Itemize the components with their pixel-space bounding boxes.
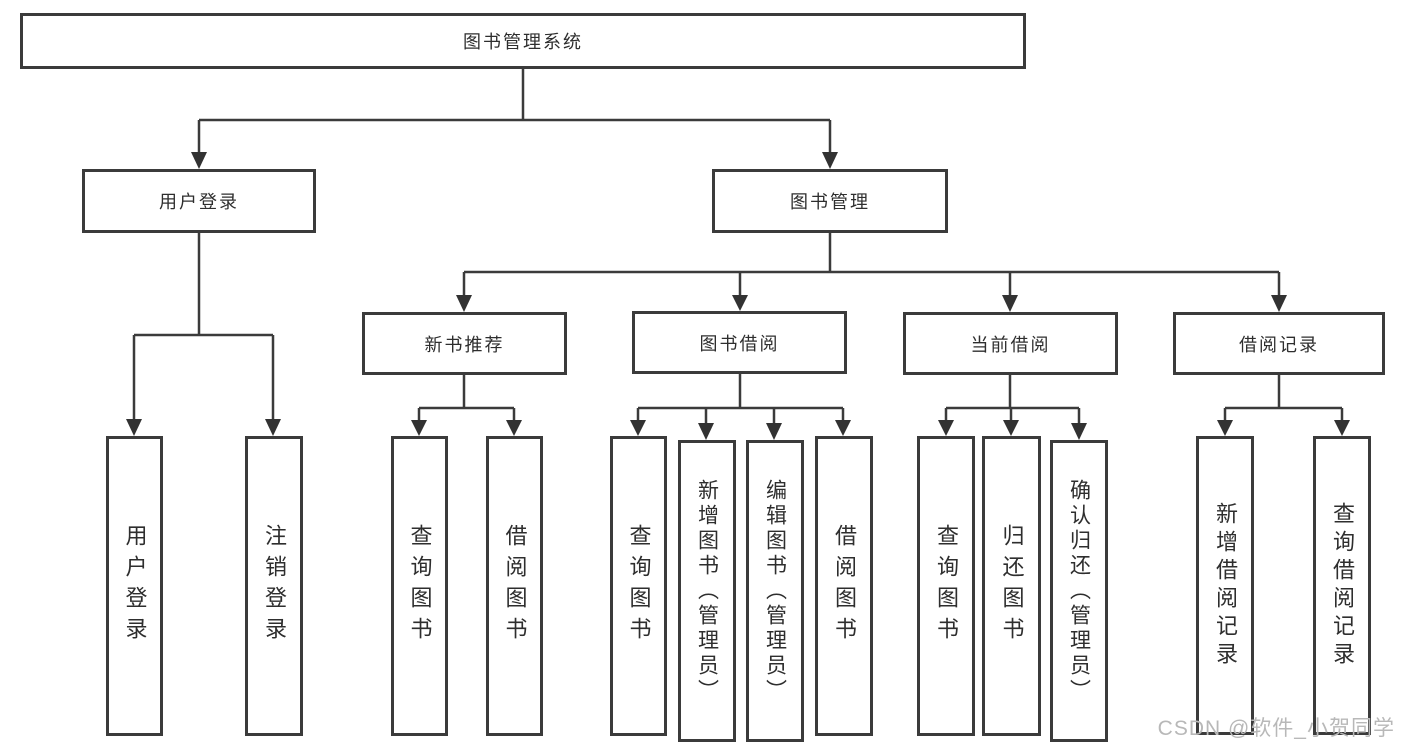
- leaf-borrow-books-2-label: 借阅图书: [832, 524, 857, 648]
- leaf-edit-book-admin: 编辑图书（管理员）: [746, 440, 804, 742]
- leaf-borrow-books-1: 借阅图书: [486, 436, 543, 736]
- node-book-borrowing-label: 图书借阅: [699, 333, 780, 354]
- leaf-borrow-books-1-label: 借阅图书: [502, 524, 528, 648]
- leaf-query-books-2-label: 查询图书: [626, 524, 652, 648]
- node-new-book-recommend-label: 新书推荐: [424, 334, 505, 355]
- leaf-logout: 注销登录: [245, 436, 303, 736]
- leaf-confirm-return-admin-label: 确认归还（管理员）: [1067, 478, 1091, 704]
- leaf-query-borrow-record: 查询借阅记录: [1313, 436, 1371, 735]
- leaf-user-login-label: 用户登录: [122, 524, 148, 648]
- leaf-borrow-books-2: 借阅图书: [815, 436, 873, 736]
- node-user-login-label: 用户登录: [159, 192, 239, 212]
- leaf-query-books-3-label: 查询图书: [934, 524, 959, 648]
- node-book-management: 图书管理: [712, 169, 948, 233]
- node-current-borrowing: 当前借阅: [903, 312, 1118, 375]
- leaf-query-books-1: 查询图书: [391, 436, 448, 736]
- node-current-borrowing-label: 当前借阅: [970, 334, 1051, 355]
- node-user-login: 用户登录: [82, 169, 316, 233]
- node-library-system: 图书管理系统: [20, 13, 1026, 69]
- leaf-add-borrow-record-label: 新增借阅记录: [1213, 501, 1238, 670]
- leaf-add-book-admin: 新增图书（管理员）: [678, 440, 736, 742]
- leaf-user-login: 用户登录: [106, 436, 163, 736]
- leaf-query-books-3: 查询图书: [917, 436, 975, 736]
- node-borrowing-records: 借阅记录: [1173, 312, 1385, 375]
- leaf-edit-book-admin-label: 编辑图书（管理员）: [763, 478, 787, 704]
- node-book-borrowing: 图书借阅: [632, 311, 847, 374]
- node-new-book-recommend: 新书推荐: [362, 312, 567, 375]
- leaf-query-borrow-record-label: 查询借阅记录: [1330, 501, 1355, 670]
- leaf-return-books: 归还图书: [982, 436, 1041, 736]
- node-library-system-label: 图书管理系统: [463, 32, 583, 52]
- leaf-query-books-1-label: 查询图书: [407, 524, 433, 648]
- leaf-logout-label: 注销登录: [262, 524, 287, 648]
- leaf-query-books-2: 查询图书: [610, 436, 667, 736]
- node-book-management-label: 图书管理: [790, 192, 870, 212]
- leaf-add-borrow-record: 新增借阅记录: [1196, 436, 1254, 735]
- leaf-add-book-admin-label: 新增图书（管理员）: [695, 478, 719, 704]
- csdn-watermark: CSDN @软件_小贺同学: [1157, 717, 1395, 740]
- node-borrowing-records-label: 借阅记录: [1239, 334, 1319, 355]
- leaf-confirm-return-admin: 确认归还（管理员）: [1050, 440, 1108, 742]
- leaf-return-books-label: 归还图书: [999, 524, 1025, 648]
